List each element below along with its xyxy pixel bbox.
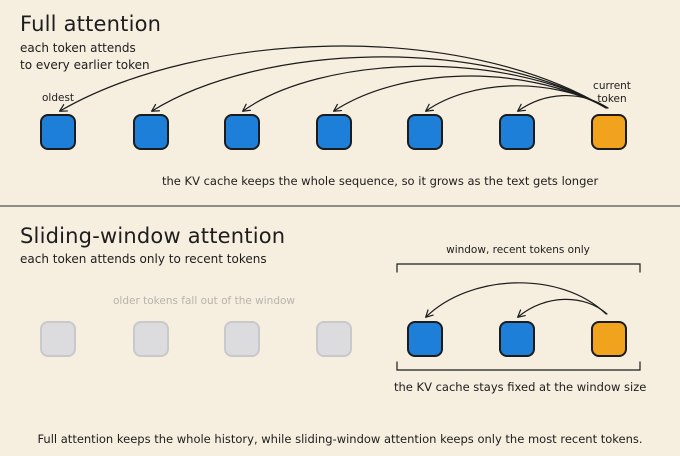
arrow-to-token-4 — [334, 75, 608, 111]
sliding-window-subtitle: each token attends only to recent tokens — [20, 252, 267, 266]
full-token-1 — [40, 114, 76, 150]
current-token-label-line-1: current — [593, 80, 631, 92]
arrow-to-token-5 — [426, 85, 609, 111]
dropped-token-2 — [133, 321, 169, 357]
current-token-label-line-2: token — [597, 93, 627, 105]
window-bracket-top — [396, 263, 641, 273]
oldest-label: oldest — [42, 92, 75, 104]
footer-summary: Full attention keeps the whole history, … — [37, 432, 643, 446]
dropped-token-3 — [224, 321, 260, 357]
window-arrow-to-token-1 — [426, 282, 607, 317]
window-label: window, recent tokens only — [446, 244, 590, 256]
full-token-4 — [316, 114, 352, 150]
window-current-token — [591, 321, 627, 357]
full-token-2 — [133, 114, 169, 150]
full-token-6 — [499, 114, 535, 150]
full-current-token — [591, 114, 627, 150]
arrow-to-token-6 — [518, 94, 609, 111]
arrow-to-token-3 — [243, 65, 608, 111]
arrow-to-token-2 — [152, 56, 607, 111]
current-token-label: current token — [584, 80, 640, 106]
dropped-token-4 — [316, 321, 352, 357]
full-attention-subtitle: each token attends to every earlier toke… — [20, 40, 150, 74]
dropped-token-1 — [40, 321, 76, 357]
full-attention-caption: the KV cache keeps the whole sequence, s… — [162, 174, 599, 188]
window-token-1 — [407, 321, 443, 357]
full-attention-subtitle-line-1: each token attends — [20, 41, 136, 55]
full-token-5 — [407, 114, 443, 150]
full-token-3 — [224, 114, 260, 150]
window-bracket-bottom — [396, 361, 641, 371]
sliding-window-caption: the KV cache stays fixed at the window s… — [394, 380, 647, 394]
window-arrow-to-token-2 — [518, 298, 608, 317]
sliding-window-title: Sliding-window attention — [20, 224, 286, 248]
older-tokens-label: older tokens fall out of the window — [113, 295, 295, 307]
full-attention-title: Full attention — [20, 12, 162, 36]
arrow-to-token-1 — [60, 45, 607, 111]
full-attention-subtitle-line-2: to every earlier token — [20, 58, 150, 72]
window-token-2 — [499, 321, 535, 357]
